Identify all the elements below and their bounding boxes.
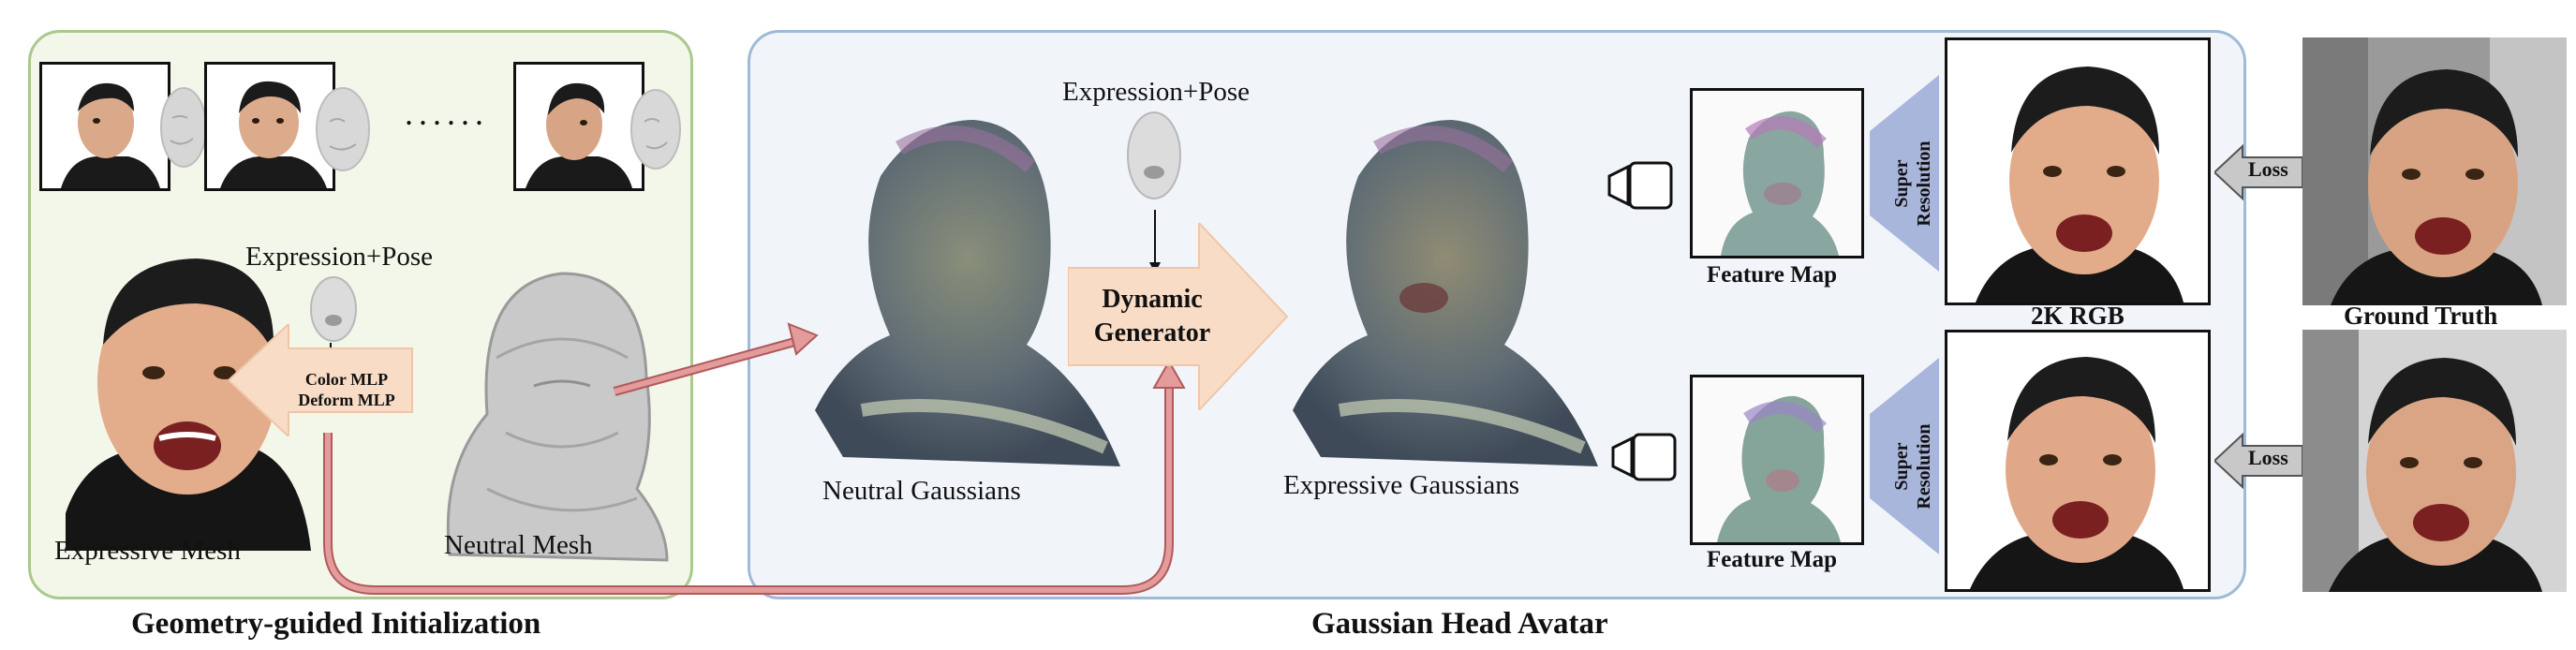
feature-map-label-bottom: Feature Map (1707, 547, 1838, 572)
super-resolution-bottom (1870, 358, 1939, 554)
ground-truth-label: Ground Truth (2344, 302, 2498, 330)
dynamic-label-line1: Dynamic (1102, 285, 1203, 314)
resolution-label-bottom: Resolution (1914, 423, 1934, 510)
training-frame-1 (39, 62, 170, 191)
feature-map-bottom (1690, 375, 1864, 545)
rgb-face-image-top (1947, 40, 2208, 303)
mlp-label-group: Color MLP Deform MLP (281, 369, 412, 410)
flow-arrowhead-1 (787, 322, 819, 356)
dynamic-generator-label: Dynamic Generator (1068, 283, 1236, 350)
feature-map-top (1690, 88, 1864, 259)
neutral-gaussians-label: Neutral Gaussians (822, 476, 1021, 506)
rgb-face-image-bottom (1947, 332, 2208, 589)
left-panel-caption: Geometry-guided Initialization (131, 607, 541, 641)
super-label-top: Super (1891, 159, 1912, 208)
rgb-label: 2K RGB (2031, 302, 2124, 330)
mesh-thumbnail-3 (630, 89, 681, 170)
feature-map-image-top (1693, 91, 1861, 256)
neutral-gaussians-render (815, 120, 1120, 466)
dynamic-label-line2: Generator (1093, 318, 1211, 347)
feature-map-label-top: Feature Map (1707, 262, 1838, 288)
dynamic-generator-arrow (1068, 223, 1289, 410)
mid-expression-mesh-icon (1127, 111, 1181, 199)
rgb-output-bottom (1945, 330, 2211, 592)
ground-truth-top (2302, 37, 2567, 305)
expressive-gaussians-render (1293, 120, 1598, 466)
mid-expr-pose-label: Expression+Pose (1062, 77, 1251, 107)
left-expr-pose-label: Expression+Pose (245, 242, 434, 272)
rgb-output-top (1945, 37, 2211, 305)
training-frame-3 (513, 62, 644, 191)
loss-label-bottom: Loss (2248, 446, 2288, 469)
profile-face-image (42, 65, 168, 188)
loss-label-top: Loss (2248, 157, 2288, 181)
three-quarter-face-image (207, 65, 333, 188)
side-face-image (516, 65, 642, 188)
ground-truth-bottom (2302, 330, 2567, 592)
gt-face-image-top (2302, 37, 2567, 305)
camera-icon-top (1607, 161, 1673, 210)
expressive-mesh-label: Expressive Mesh (54, 536, 241, 566)
camera-icon-bottom (1611, 433, 1677, 481)
neutral-mesh-label: Neutral Mesh (444, 530, 593, 560)
ellipsis: ...... (405, 95, 489, 132)
neutral-mesh-render (446, 272, 669, 562)
expressive-mesh-render (66, 259, 311, 551)
super-resolution-label-bottom: Super Resolution (1890, 410, 1935, 523)
gt-face-image-bottom (2302, 330, 2567, 592)
mid-panel-caption: Gaussian Head Avatar (1311, 607, 1608, 641)
expression-mesh-icon (310, 276, 357, 342)
color-mlp-label: Color MLP (304, 370, 389, 389)
deform-mlp-label: Deform MLP (298, 391, 395, 409)
flow-arrowhead-2 (1152, 359, 1186, 389)
expressive-gaussians-label: Expressive Gaussians (1283, 470, 1520, 500)
super-resolution-top (1870, 75, 1939, 272)
resolution-label-top: Resolution (1914, 140, 1934, 227)
super-resolution-label-top: Super Resolution (1890, 127, 1935, 240)
mlp-arrow (229, 324, 413, 436)
mesh-thumbnail-2 (316, 87, 370, 171)
feature-map-image-bottom (1693, 377, 1861, 542)
super-label-bottom: Super (1891, 442, 1912, 491)
